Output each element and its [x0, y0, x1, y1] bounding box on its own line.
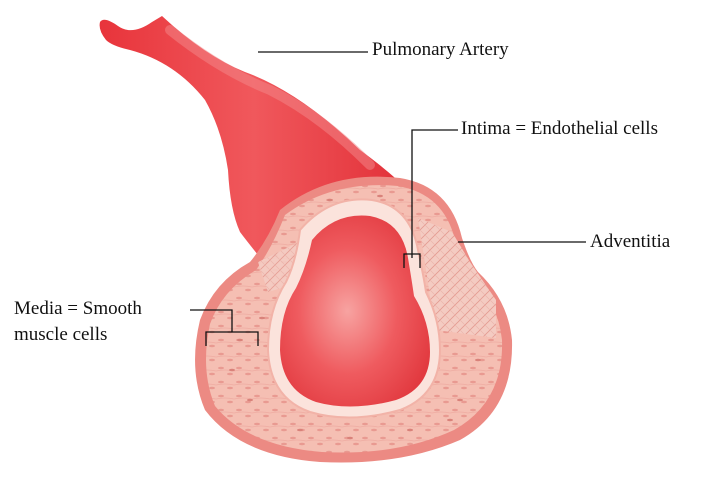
label-media-line1: Media = Smooth — [14, 298, 142, 320]
label-intima: Intima = Endothelial cells — [461, 118, 658, 140]
label-media-line2: muscle cells — [14, 324, 107, 346]
label-pulmonary-artery: Pulmonary Artery — [372, 39, 509, 61]
label-adventitia: Adventitia — [590, 231, 670, 253]
